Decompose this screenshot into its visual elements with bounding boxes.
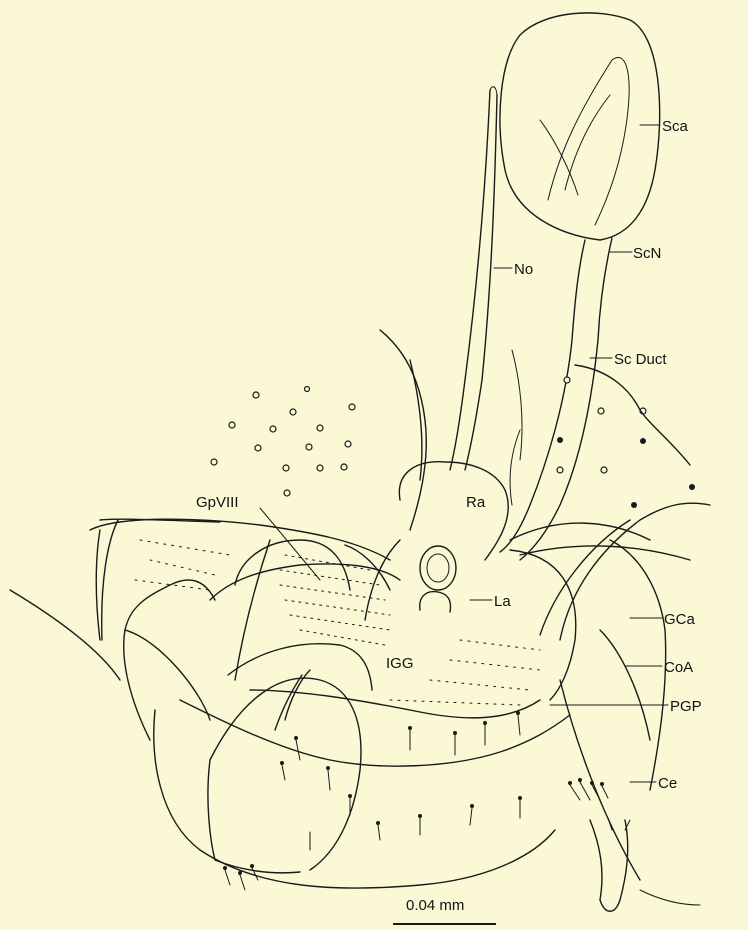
label-sca: Sca	[662, 118, 689, 135]
label-pgp: PGP	[670, 698, 702, 715]
label-ra: Ra	[466, 494, 486, 511]
label-sc-duct: Sc Duct	[614, 351, 667, 368]
sensilla-dots	[211, 377, 695, 508]
left-lobe	[10, 519, 390, 740]
ventral-lobe	[208, 670, 361, 873]
scale-bar-label: 0.04 mm	[406, 897, 464, 914]
central-ring	[420, 546, 456, 612]
label-coa: CoA	[664, 659, 693, 676]
notum	[450, 87, 497, 470]
scale-bar: 0.04 mm	[393, 897, 496, 924]
label-igg: IGG	[386, 655, 414, 672]
label-ce: Ce	[658, 775, 677, 792]
right-margin	[575, 365, 690, 790]
spermathecal-duct	[500, 238, 612, 560]
label-la: La	[494, 593, 511, 610]
cercus	[590, 820, 700, 911]
label-gpviii: GpVIII	[196, 494, 239, 511]
label-scn: ScN	[633, 245, 661, 262]
body-outline	[154, 540, 640, 888]
label-gca: GCa	[664, 611, 696, 628]
setae	[223, 711, 630, 890]
label-no: No	[514, 261, 533, 278]
ramus	[380, 330, 522, 560]
spermatheca-capsule	[500, 13, 660, 240]
